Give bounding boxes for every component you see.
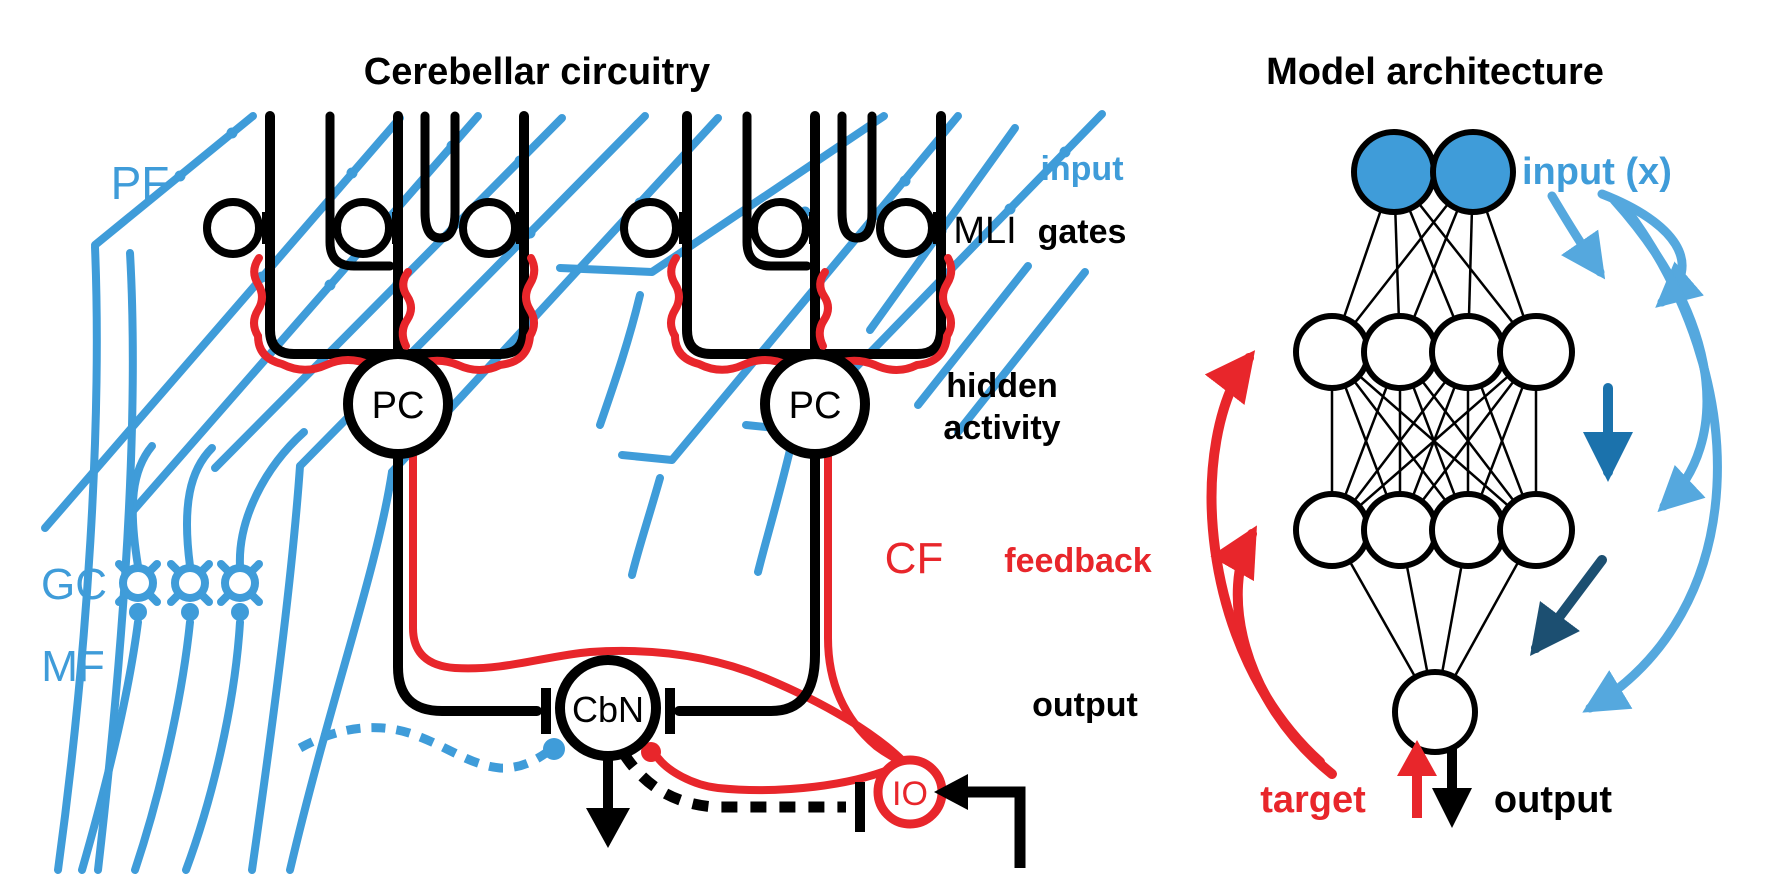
node-input-0: [1351, 129, 1437, 215]
output-label: output: [1494, 779, 1613, 821]
node-hidden2-3: [1497, 491, 1575, 569]
parallel-fiber: [91, 112, 257, 249]
node-hidden2-0: [1293, 491, 1371, 569]
gc-label: GC: [41, 560, 107, 609]
mossy-fiber: [248, 462, 304, 874]
network-edge: [1331, 351, 1537, 531]
gc-ascending-axon: [182, 444, 216, 570]
parallel-fiber: [556, 112, 888, 276]
granule-cell: [167, 560, 213, 621]
mf-collateral-bouton: [543, 738, 565, 760]
node-hidden2-2: [1429, 491, 1507, 569]
climbing-fiber-right: [824, 448, 908, 767]
input-arrow-1: [1547, 191, 1606, 280]
fading-fiber: [954, 268, 1089, 436]
input-skip-arrows: [1547, 189, 1722, 713]
stage-labels: input gates hidden activity feedback out…: [943, 150, 1151, 724]
stage-input-label: input: [1040, 150, 1123, 188]
pc-axon-left: [393, 447, 542, 716]
io-label: IO: [892, 775, 928, 813]
io-input-elbow: [968, 786, 1026, 868]
input-arrow-4: [1582, 201, 1722, 713]
gc-ascending-axon: [128, 442, 156, 570]
mossy-fiber: [182, 618, 244, 874]
parallel-fiber: [128, 112, 482, 516]
mossy-fiber: [54, 243, 101, 874]
pc-soma-left: [343, 349, 453, 459]
target-feedback-arrows: [1204, 350, 1337, 779]
right-title: Model architecture: [1266, 51, 1604, 93]
granule-cells: [115, 560, 263, 621]
io-input-arrowhead: [934, 774, 968, 810]
cf-label: CF: [885, 534, 944, 583]
stage-gates-label: gates: [1038, 213, 1127, 251]
stage-hidden-label: hidden: [946, 367, 1057, 405]
granule-cell: [217, 560, 263, 621]
pc-right-label: PC: [789, 385, 842, 427]
axons: [393, 447, 908, 795]
stage-feedback-label: feedback: [1004, 542, 1151, 580]
parallel-fiber: [211, 114, 566, 472]
pc-soma-right: [760, 349, 870, 459]
node-hidden1-1: [1361, 313, 1439, 391]
left-title: Cerebellar circuitry: [364, 51, 710, 93]
pc-left-label: PC: [372, 385, 425, 427]
pc-comb-right: [624, 116, 951, 384]
cbn-label: CbN: [572, 689, 644, 730]
right-panel: Model architecture input (x) target outp…: [1204, 51, 1722, 828]
mf-label: MF: [41, 642, 105, 691]
node-hidden1-0: [1293, 313, 1371, 391]
mossy-fiber: [286, 468, 396, 874]
target-up-arrowhead: [1397, 740, 1437, 776]
stage-activity-label: activity: [943, 409, 1060, 447]
network-edges: [1330, 171, 1538, 713]
left-panel: PC PC CbN IO Cerebellar circuitry PF GC …: [41, 51, 1106, 874]
fading-fiber: [628, 474, 664, 579]
climbing-fiber-cbn-branch: [654, 754, 908, 795]
mf-collateral-dashed: [297, 723, 549, 773]
pc-axon-right: [674, 447, 820, 716]
node-hidden2-1: [1361, 491, 1439, 569]
output-down-arrowhead: [1432, 788, 1472, 828]
node-output-0: [1392, 669, 1478, 755]
node-hidden1-3: [1497, 313, 1575, 391]
network-nodes: [1293, 129, 1575, 755]
fading-fiber: [914, 262, 1032, 409]
flow-arrow-deep: [1530, 555, 1607, 656]
fading-fiber: [596, 291, 644, 429]
pf-label: PF: [111, 157, 170, 209]
stage-output-label: output: [1032, 686, 1138, 724]
granule-cell: [115, 560, 161, 621]
mossy-fiber: [131, 618, 194, 874]
input-x-label: input (x): [1522, 151, 1672, 193]
gc-ascending-axon: [235, 428, 308, 570]
input-arrow-3: [1609, 195, 1712, 513]
mli-label: MLI: [953, 210, 1016, 252]
climbing-fiber-left: [409, 448, 908, 766]
node-hidden1-2: [1429, 313, 1507, 391]
target-label: target: [1260, 779, 1366, 821]
cbn-output-arrowhead: [586, 808, 630, 848]
cf-bouton: [641, 742, 661, 762]
fading-fiber: [754, 446, 794, 576]
parallel-fiber: [41, 114, 404, 532]
cbn-io-dashed: [619, 750, 846, 813]
mossy-fiber: [94, 249, 137, 874]
node-input-1: [1430, 129, 1516, 215]
target-arrow-hidden2: [1210, 525, 1337, 779]
